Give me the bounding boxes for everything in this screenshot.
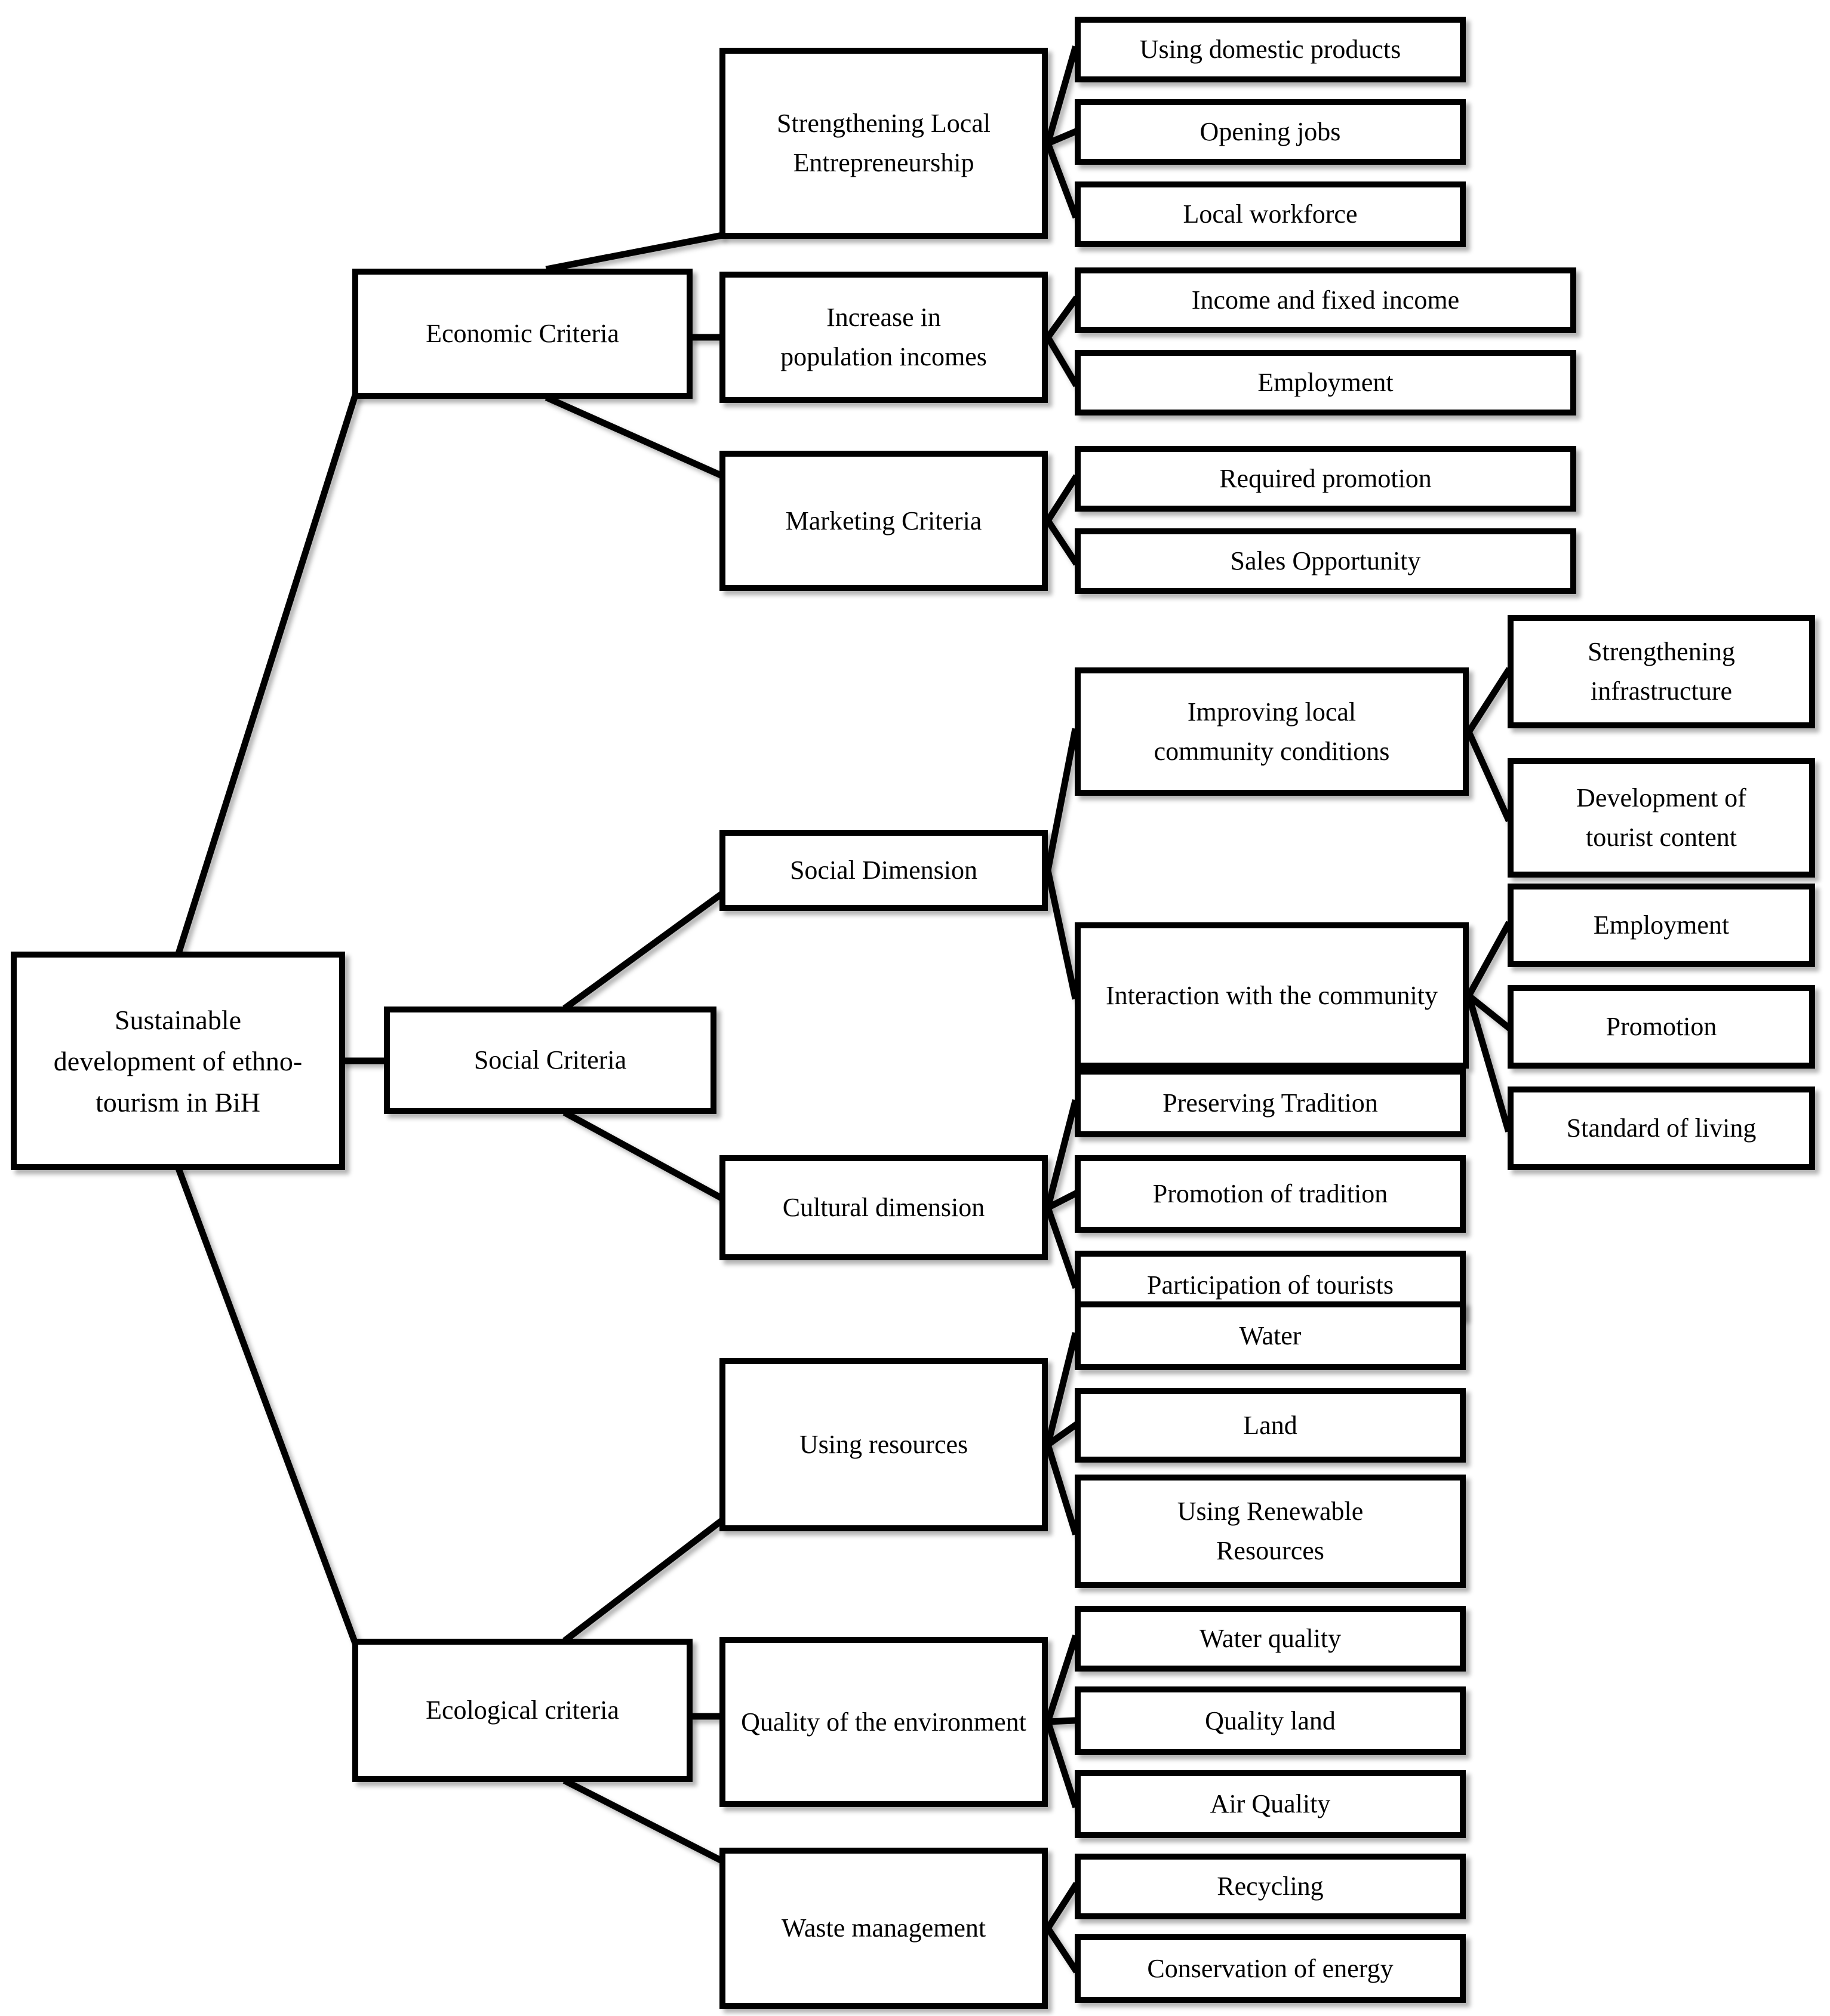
connector-line <box>1044 728 1079 875</box>
connector-line <box>1044 866 1079 1000</box>
connector-line <box>1464 991 1512 1032</box>
connector-line <box>1464 727 1512 823</box>
node-increase_incomes: Increase in population incomes <box>719 272 1048 403</box>
node-waste_management: Waste management <box>719 1848 1048 2009</box>
connector-line <box>1043 1882 1079 1933</box>
node-water_quality: Water quality <box>1075 1606 1466 1672</box>
connector-line <box>1044 1717 1078 1725</box>
node-preserving_tradition: Preserving Tradition <box>1075 1069 1466 1137</box>
node-cultural_dimension: Cultural dimension <box>719 1155 1048 1260</box>
node-opening_jobs: Opening jobs <box>1075 99 1466 165</box>
node-water: Water <box>1075 1301 1466 1370</box>
node-strengthening_infra: Strengthening infrastructure <box>1508 615 1815 728</box>
connector-line <box>545 232 724 273</box>
node-economic_criteria: Economic Criteria <box>352 269 693 399</box>
connector-line <box>562 1518 724 1643</box>
connector-line <box>562 1109 724 1202</box>
connector-line <box>174 1165 359 1646</box>
node-promotion_social: Promotion <box>1508 985 1815 1069</box>
connector-line <box>1044 1635 1079 1726</box>
connector-line <box>1043 516 1079 566</box>
node-development_tourist: Development of tourist content <box>1508 758 1815 878</box>
connector-line <box>1043 1203 1079 1289</box>
node-recycling: Recycling <box>1075 1854 1466 1919</box>
connector-line <box>1043 474 1079 525</box>
node-standard_living: Standard of living <box>1508 1087 1815 1170</box>
connector-line <box>1044 1099 1079 1212</box>
connector-line <box>175 393 359 956</box>
node-promotion_tradition: Promotion of tradition <box>1075 1155 1466 1233</box>
connector-line <box>1043 127 1079 148</box>
node-local_workforce: Local workforce <box>1075 181 1466 247</box>
node-sales_opportunity: Sales Opportunity <box>1075 528 1576 594</box>
node-interaction_community: Interaction with the community <box>1075 922 1469 1069</box>
node-land: Land <box>1075 1388 1466 1463</box>
node-using_renewable: Using Renewable Resources <box>1075 1475 1466 1588</box>
node-marketing_criteria: Marketing Criteria <box>719 451 1048 591</box>
connector-line <box>545 394 724 479</box>
connector-line <box>1044 45 1079 147</box>
node-strengthening_local: Strengthening Local Entrepreneurship <box>719 48 1048 239</box>
connector-line <box>1043 333 1079 387</box>
connector-line <box>1464 921 1512 1001</box>
connector-line <box>562 1777 724 1864</box>
node-improving_local: Improving local community conditions <box>1075 667 1469 796</box>
node-ecological_criteria: Ecological criteria <box>352 1639 693 1782</box>
node-income_fixed: Income and fixed income <box>1075 267 1576 333</box>
connector-line <box>1464 667 1512 737</box>
connector-line <box>1465 992 1512 1132</box>
node-using_resources: Using resources <box>719 1358 1048 1531</box>
node-quality_land: Quality land <box>1075 1686 1466 1755</box>
connector-line <box>1043 1923 1079 1974</box>
node-root: Sustainable development of ethno-tourism… <box>11 952 345 1170</box>
connector-line <box>1044 1332 1079 1449</box>
connector-line <box>1043 1189 1079 1212</box>
connector-line <box>1044 1718 1079 1808</box>
node-employment_social: Employment <box>1508 884 1815 967</box>
connector-line <box>1043 138 1079 219</box>
node-social_criteria: Social Criteria <box>384 1007 716 1114</box>
connector-line <box>1043 296 1079 342</box>
connector-line <box>1044 1441 1079 1535</box>
connector-line <box>1043 1421 1079 1449</box>
node-quality_environment: Quality of the environment <box>719 1637 1048 1807</box>
connector-line <box>562 891 724 1011</box>
node-employment_econ: Employment <box>1075 350 1576 415</box>
node-using_domestic: Using domestic products <box>1075 17 1466 82</box>
node-air_quality: Air Quality <box>1075 1770 1466 1838</box>
node-required_promotion: Required promotion <box>1075 446 1576 512</box>
node-conservation_energy: Conservation of energy <box>1075 1934 1466 2003</box>
node-social_dimension: Social Dimension <box>719 830 1048 911</box>
